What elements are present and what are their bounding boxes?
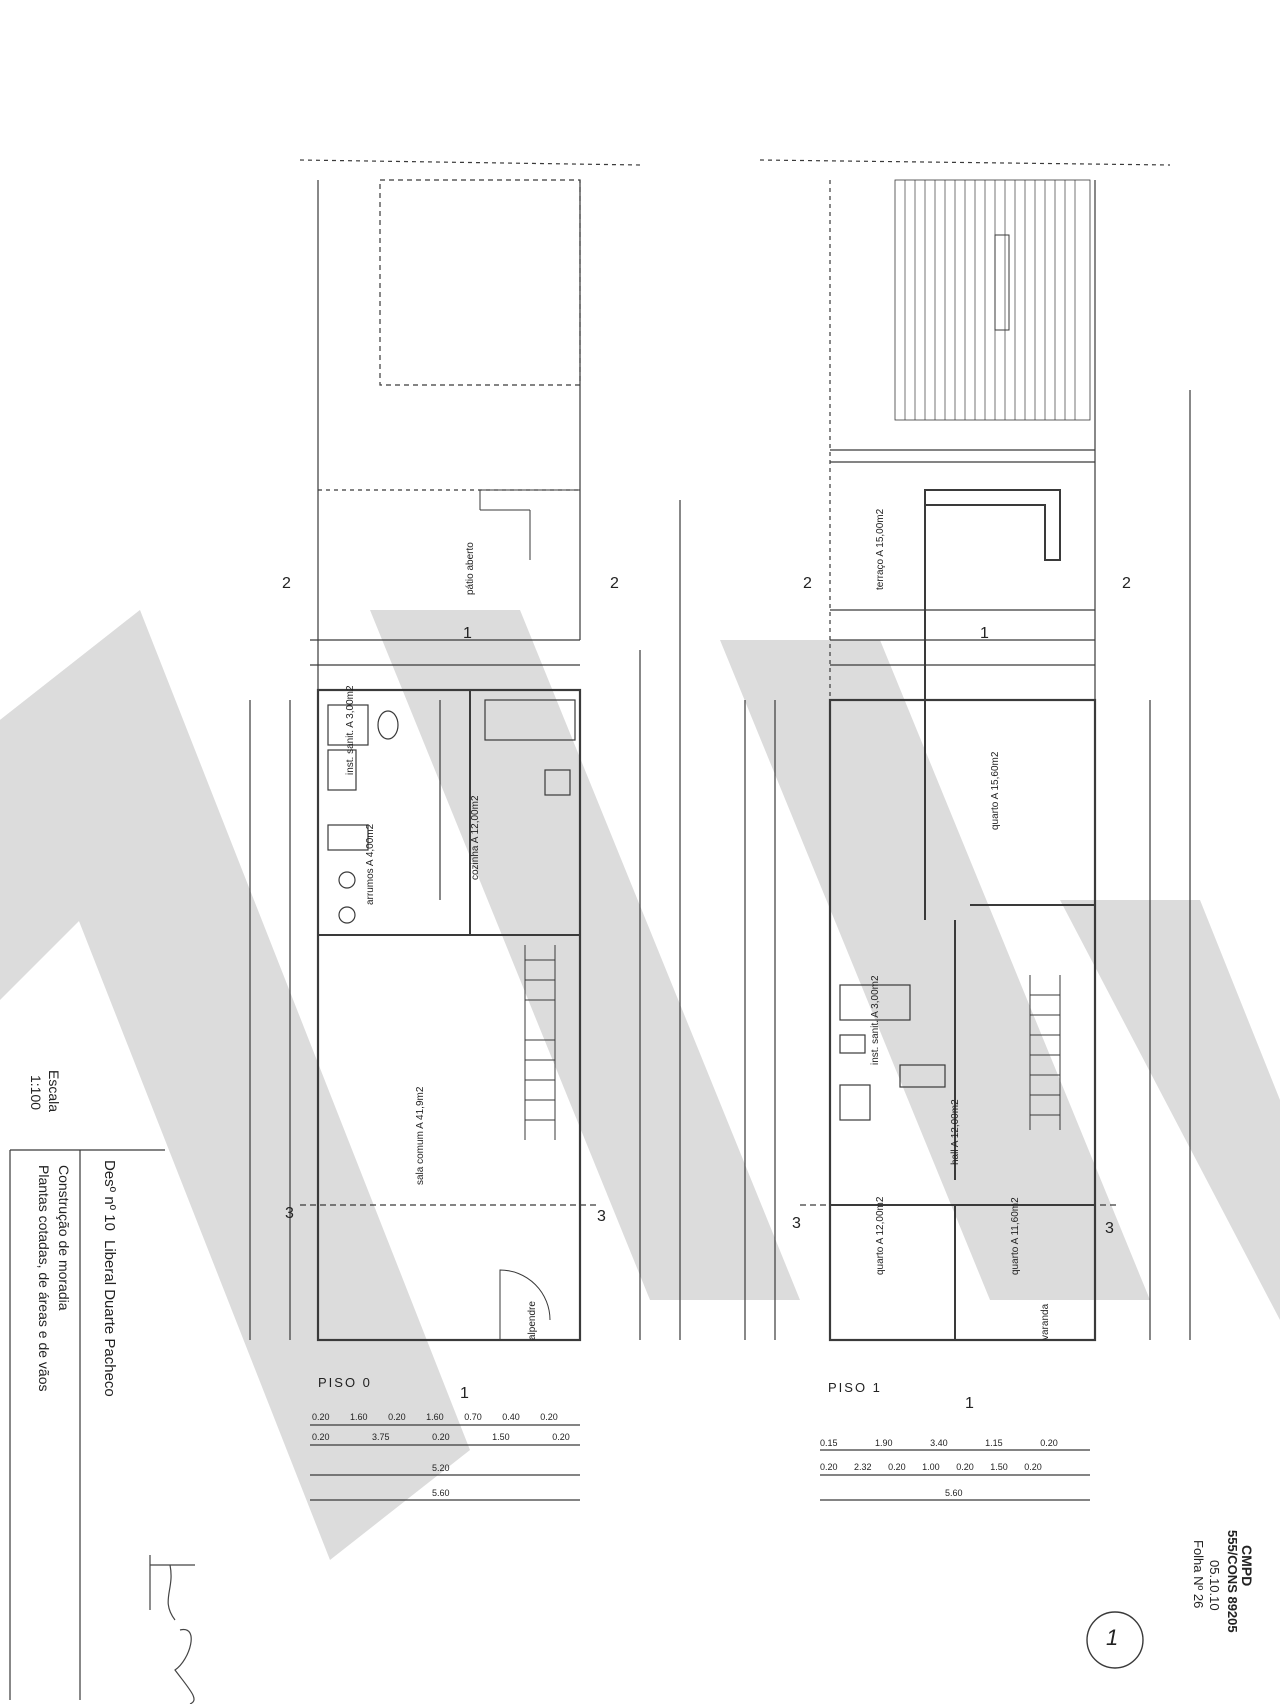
section-marker-2-left: 2 [282,575,291,592]
bottom-total-piso-0: 5.20 [432,1463,450,1473]
stamp-process: 555/CONS 89205 [1225,1530,1240,1633]
floor-label-piso-1: PISO 1 [828,1380,882,1395]
bottom-dims-row1-piso-0: 0.20 1.60 0.20 1.60 0.70 0.40 0.20 [312,1412,558,1422]
bottom-total-piso-1: 5.60 [945,1488,963,1498]
section-marker-3-right-b: 3 [1105,1220,1114,1237]
stamp-date: 05.10.10 [1207,1560,1222,1611]
bottom-dims-row1-piso-1: 0.15 1.90 3.40 1.15 0.20 [820,1438,1058,1448]
bottom-dims-row2-piso-1: 0.20 2.32 0.20 1.00 0.20 1.50 0.20 [820,1462,1042,1472]
section-marker-3-left-b: 3 [597,1208,606,1225]
section-marker-1-right-b: 1 [965,1395,974,1412]
section-marker-2-left-b: 2 [610,575,619,592]
first-floor-plan [744,159,1191,1501]
sheet-circle [1086,1611,1144,1669]
section-marker-1-right: 1 [980,625,989,642]
section-marker-1-left-b: 1 [460,1385,469,1402]
section-marker-3-left: 3 [285,1205,294,1222]
section-marker-1-left: 1 [463,625,472,642]
stamp-org: CMPD [1239,1545,1255,1587]
ground-floor-plan [249,159,681,1501]
floor-label-piso-0: PISO 0 [318,1375,372,1390]
bottom-dims-row2-piso-0: 0.20 3.75 0.20 1.50 0.20 [312,1432,570,1442]
stamp-sheet: Folha Nº 26 [1191,1540,1206,1609]
section-marker-2-right: 2 [803,575,812,592]
title-block-frame [9,1149,165,1700]
bottom-total2-piso-0: 5.60 [432,1488,450,1498]
section-marker-2-right-b: 2 [1122,575,1131,592]
stamp-circled-number: 1 [1106,1625,1119,1650]
section-marker-3-right: 3 [792,1215,801,1232]
